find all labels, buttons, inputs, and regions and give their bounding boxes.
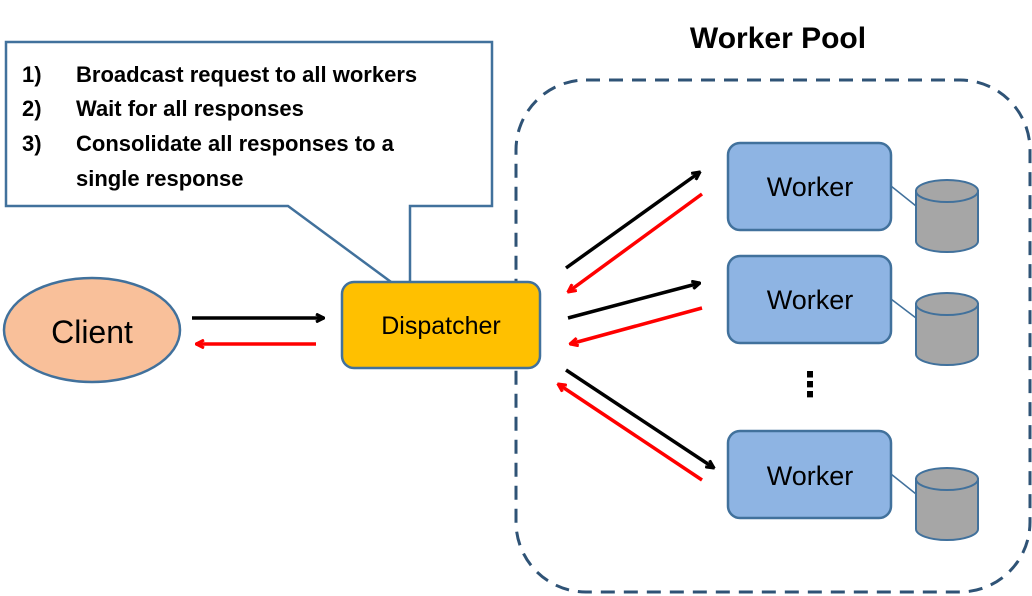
pool-title: Worker Pool bbox=[690, 22, 866, 55]
database-icon bbox=[915, 467, 979, 541]
request-arrow-worker-1 bbox=[564, 172, 700, 270]
callout-item-3-continuation: single response bbox=[76, 166, 244, 191]
worker-db-connector bbox=[890, 298, 917, 319]
callout-item-1-number: 1) bbox=[22, 62, 42, 87]
callout-list: 1) Broadcast request to all workers 2) W… bbox=[22, 62, 417, 191]
worker-label: Worker bbox=[767, 285, 854, 315]
worker-2: Worker bbox=[726, 254, 979, 366]
request-arrow-worker-3 bbox=[565, 368, 714, 468]
database-icon bbox=[915, 292, 979, 366]
client-node bbox=[2, 276, 182, 384]
response-arrow-worker-2 bbox=[570, 306, 703, 344]
worker-db-connector bbox=[890, 473, 917, 495]
database-icon bbox=[915, 179, 979, 253]
request-arrow-worker-2 bbox=[567, 283, 700, 320]
more-workers-ellipsis: ⋮ bbox=[793, 366, 827, 404]
callout-item-3-number: 3) bbox=[22, 131, 42, 156]
callout-item-2-text: Wait for all responses bbox=[76, 96, 304, 121]
callout-item-2-number: 2) bbox=[22, 96, 42, 121]
worker-label: Worker bbox=[767, 461, 854, 491]
dispatcher-label: Dispatcher bbox=[381, 312, 501, 340]
worker-db-connector bbox=[890, 185, 917, 207]
response-arrow-worker-1 bbox=[568, 192, 704, 292]
callout-item-1-text: Broadcast request to all workers bbox=[76, 62, 417, 87]
dispatcher-node bbox=[340, 280, 542, 370]
callout-box bbox=[4, 40, 494, 299]
worker-3: Worker bbox=[726, 429, 979, 541]
response-arrow-worker-3 bbox=[558, 384, 703, 482]
callout-item-3-text: Consolidate all responses to a bbox=[76, 131, 395, 156]
client-label: Client bbox=[51, 314, 133, 350]
worker-label: Worker bbox=[767, 172, 854, 202]
worker-1: Worker bbox=[726, 141, 979, 253]
